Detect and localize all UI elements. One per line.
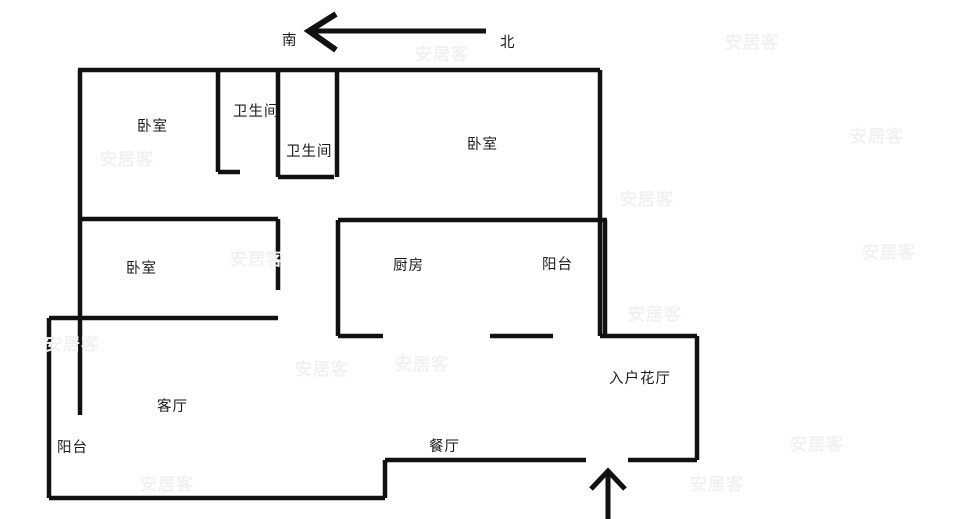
room-label-dining-room: 餐厅 — [429, 439, 460, 455]
room-label-balcony-left: 阳台 — [57, 440, 88, 456]
room-label-bedroom-mid-left: 卧室 — [126, 261, 157, 277]
room-label-entry-garden-hall: 入户花厅 — [609, 371, 671, 387]
compass-north-label: 北 — [500, 35, 516, 51]
room-label-bathroom-upper: 卫生间 — [233, 104, 280, 120]
room-label-living-room: 客厅 — [157, 399, 188, 415]
compass-south-label: 南 — [282, 33, 298, 49]
entrance-arrow — [589, 467, 627, 519]
room-label-bedroom-top-right: 卧室 — [467, 137, 498, 153]
room-label-bedroom-top-left: 卧室 — [137, 119, 168, 135]
bathroom-partition-walls — [215, 70, 340, 180]
compass-arrow — [303, 11, 486, 53]
structural-walls — [46, 67, 700, 501]
room-label-balcony-right: 阳台 — [542, 257, 573, 273]
room-label-bathroom-lower: 卫生间 — [286, 144, 333, 160]
room-label-kitchen: 厨房 — [393, 258, 424, 274]
